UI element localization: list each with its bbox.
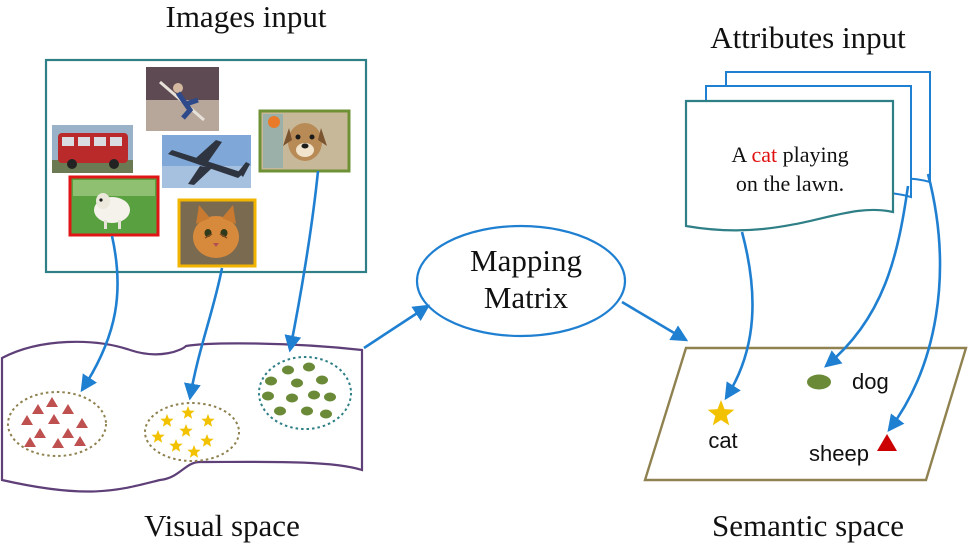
- arrow-doc-to-cat: [724, 231, 754, 401]
- arrow-doc-to-sheep: [887, 173, 942, 433]
- cat-cluster-star: [160, 414, 174, 427]
- attribute-text-line1: A cat playing: [731, 142, 848, 167]
- cat-cluster-star: [200, 434, 214, 447]
- attributes-input-title: Attributes input: [710, 20, 906, 55]
- arrow-visual-to-mapping: [363, 304, 431, 350]
- cat-cluster-star: [151, 430, 165, 443]
- cat-marker: [707, 400, 735, 426]
- photo-person-icon: [146, 67, 219, 131]
- arrow-cat-to-visual: [184, 267, 224, 401]
- mapping-matrix-line1: Mapping: [470, 243, 582, 278]
- cat-cluster-star: [187, 445, 201, 458]
- semantic-space-plane: [643, 346, 968, 482]
- semantic-space-title: Semantic space: [712, 508, 904, 543]
- dog-cluster: [258, 356, 352, 430]
- photo-dog-icon: [258, 109, 351, 173]
- cat-cluster-star: [179, 424, 193, 437]
- sheep-marker: [877, 434, 897, 451]
- attribute-text-line2: on the lawn.: [736, 171, 844, 196]
- arrow-dog-to-visual: [284, 170, 320, 353]
- cat-cluster: [144, 402, 240, 462]
- dog-marker: [807, 374, 831, 390]
- attribute-document-stack: [684, 71, 931, 232]
- cat-label: cat: [708, 428, 737, 453]
- photo-sheep-icon: [68, 175, 160, 237]
- photo-cat-icon: [177, 198, 257, 268]
- dog-label: dog: [852, 369, 889, 394]
- photo-bus-icon: [52, 125, 133, 173]
- photo-airplane-icon: [162, 135, 251, 188]
- cat-cluster-star: [181, 406, 195, 419]
- arrow-sheep-to-visual: [80, 235, 119, 393]
- cat-cluster-star: [201, 414, 215, 427]
- arrow-doc-to-dog: [824, 185, 910, 368]
- highlighted-word: cat: [752, 142, 778, 167]
- cat-cluster-star: [169, 439, 183, 452]
- sheep-cluster: [7, 391, 107, 457]
- sheep-label: sheep: [809, 441, 869, 466]
- images-input-title: Images input: [166, 0, 327, 34]
- mapping-matrix-line2: Matrix: [484, 280, 569, 315]
- mapping-matrix-node: [415, 224, 627, 338]
- arrow-mapping-to-semantic: [621, 300, 689, 342]
- visual-space-title: Visual space: [144, 508, 300, 543]
